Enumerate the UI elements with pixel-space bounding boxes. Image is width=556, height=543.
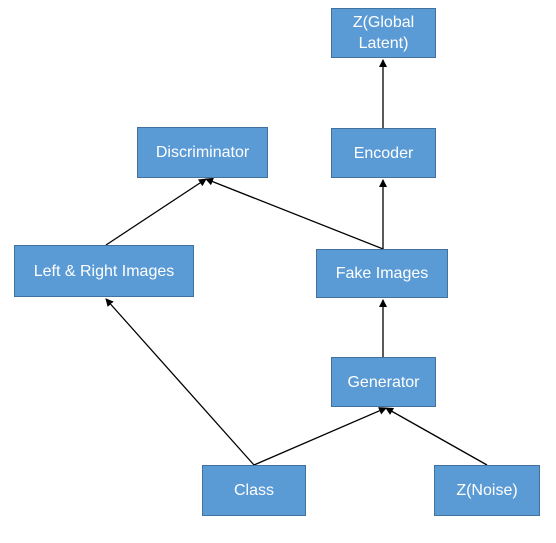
node-label: Z(Noise) <box>456 482 518 499</box>
edge-noise-to-generator <box>385 407 488 466</box>
node-generator: Generator <box>331 357 436 407</box>
node-label: Class <box>233 482 274 499</box>
node-label: Left & Right Images <box>33 262 175 280</box>
node-fake-images: Fake Images <box>316 249 448 298</box>
node-label: Generator <box>347 373 420 391</box>
node-label: Discriminator <box>155 144 250 161</box>
node-discriminator: Discriminator <box>137 127 268 178</box>
edge-fake-images-to-discriminator <box>205 177 384 250</box>
edge-left-right-images-to-discriminator <box>105 178 207 246</box>
node-left-right-images: Left & Right Images <box>14 245 194 297</box>
node-label: Encoder <box>353 144 414 162</box>
node-z-noise: Z(Noise) <box>434 465 540 516</box>
node-class: Class <box>202 465 306 516</box>
node-z-global-latent: Z(Global Latent) <box>331 8 436 58</box>
edge-class-to-left-right-images <box>105 298 255 466</box>
node-label: Fake Images <box>335 265 429 282</box>
node-label: Z(Global Latent) <box>352 14 415 52</box>
node-encoder: Encoder <box>331 128 436 178</box>
edge-class-to-generator <box>253 407 387 466</box>
